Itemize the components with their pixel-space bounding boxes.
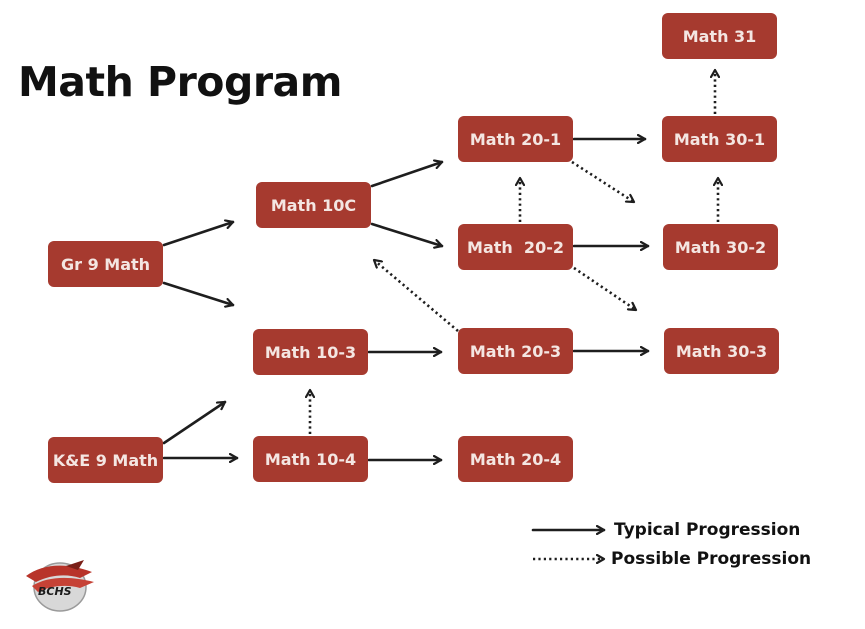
node-math-10-3: Math 10-3 <box>253 329 368 375</box>
arrow-10c-to-201 <box>370 162 444 188</box>
logo-text: BCHS <box>38 585 72 598</box>
arrow-gr9-to-103 <box>162 281 235 305</box>
school-logo <box>26 560 94 612</box>
dotted-arrow-202-to-303 <box>573 266 636 310</box>
node-math-10-4: Math 10-4 <box>253 436 368 482</box>
node-math-10c: Math 10C <box>256 182 371 228</box>
legend-typical-label: Typical Progression <box>614 520 801 540</box>
node-ke9-math: K&E 9 Math <box>48 437 163 483</box>
arrow-10c-to-202 <box>370 222 444 246</box>
node-math-20-2: Math 20-2 <box>458 224 573 270</box>
node-math-30-2: Math 30-2 <box>663 224 778 270</box>
arrow-gr9-to-10c <box>162 222 235 247</box>
node-math-20-4: Math 20-4 <box>458 436 573 482</box>
node-math-20-3: Math 20-3 <box>458 328 573 374</box>
node-math-20-1: Math 20-1 <box>458 116 573 162</box>
node-math-31: Math 31 <box>662 13 777 59</box>
dotted-arrow-203-to-10c <box>374 260 459 332</box>
node-math-30-1: Math 30-1 <box>662 116 777 162</box>
arrow-ke9-to-103 <box>162 400 227 445</box>
node-math-30-3: Math 30-3 <box>664 328 779 374</box>
node-gr9-math: Gr 9 Math <box>48 241 163 287</box>
page-title: Math Program <box>18 58 342 106</box>
legend-possible-label: Possible Progression <box>611 549 812 569</box>
dotted-arrow-201-to-302 <box>571 160 634 202</box>
